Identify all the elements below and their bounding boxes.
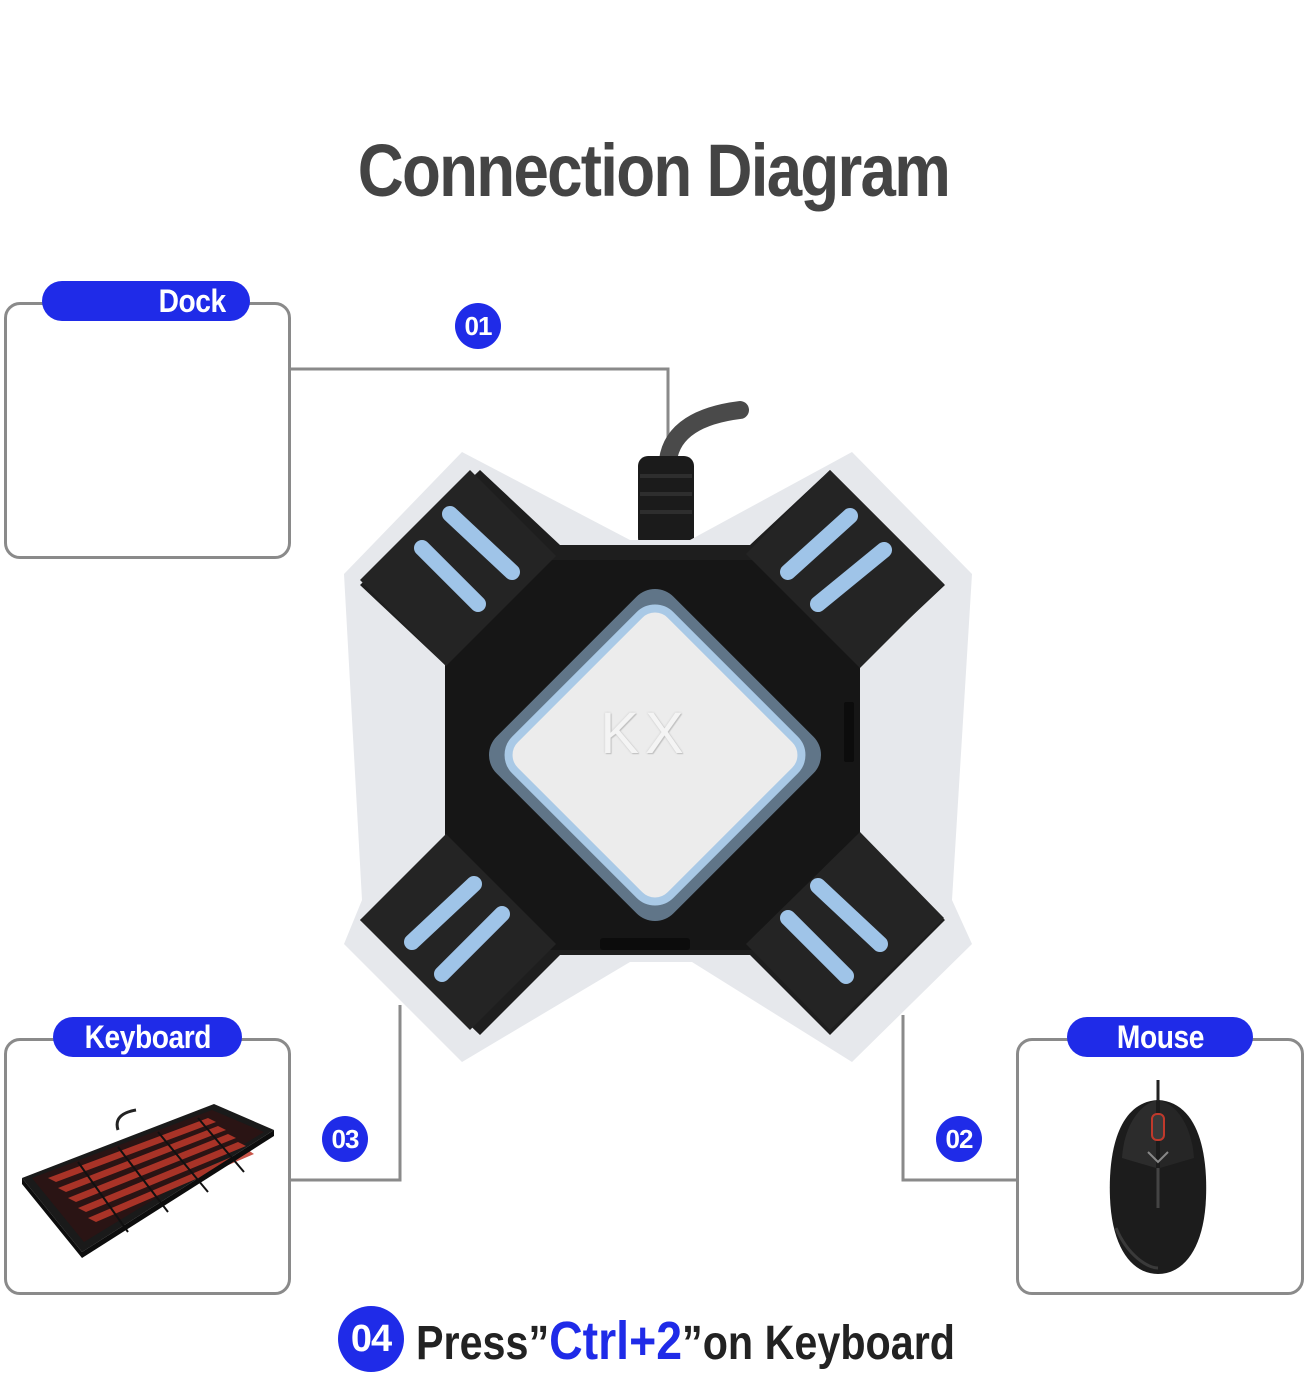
instruction-key-combo: Ctrl+2 [549, 1311, 683, 1371]
adapter-device-image [344, 401, 972, 1062]
instruction-text: Press”Ctrl+2”on Keyboard [416, 1306, 955, 1376]
instruction-after: ”on Keyboard [682, 1317, 955, 1370]
mouse-label: Mouse [1067, 1017, 1253, 1057]
dock-label: Dock [42, 281, 250, 321]
step-01-badge: 01 [455, 303, 501, 349]
keyboard-label: Keyboard [53, 1017, 242, 1057]
connector-keyboard [290, 1005, 402, 1182]
device-logo: KX [600, 701, 690, 766]
step-03-badge: 03 [322, 1116, 368, 1162]
step-04-badge: 04 [338, 1306, 404, 1372]
mouse-image [1109, 1080, 1207, 1274]
keyboard-image [22, 1104, 274, 1258]
connector-mouse [901, 1015, 1018, 1182]
step-02-badge: 02 [936, 1116, 982, 1162]
dock-box [4, 302, 291, 559]
instruction-before: Press” [416, 1317, 550, 1370]
connector-dock [290, 367, 670, 460]
page-title: Connection Diagram [357, 129, 951, 212]
keyboard-box [4, 1038, 291, 1295]
